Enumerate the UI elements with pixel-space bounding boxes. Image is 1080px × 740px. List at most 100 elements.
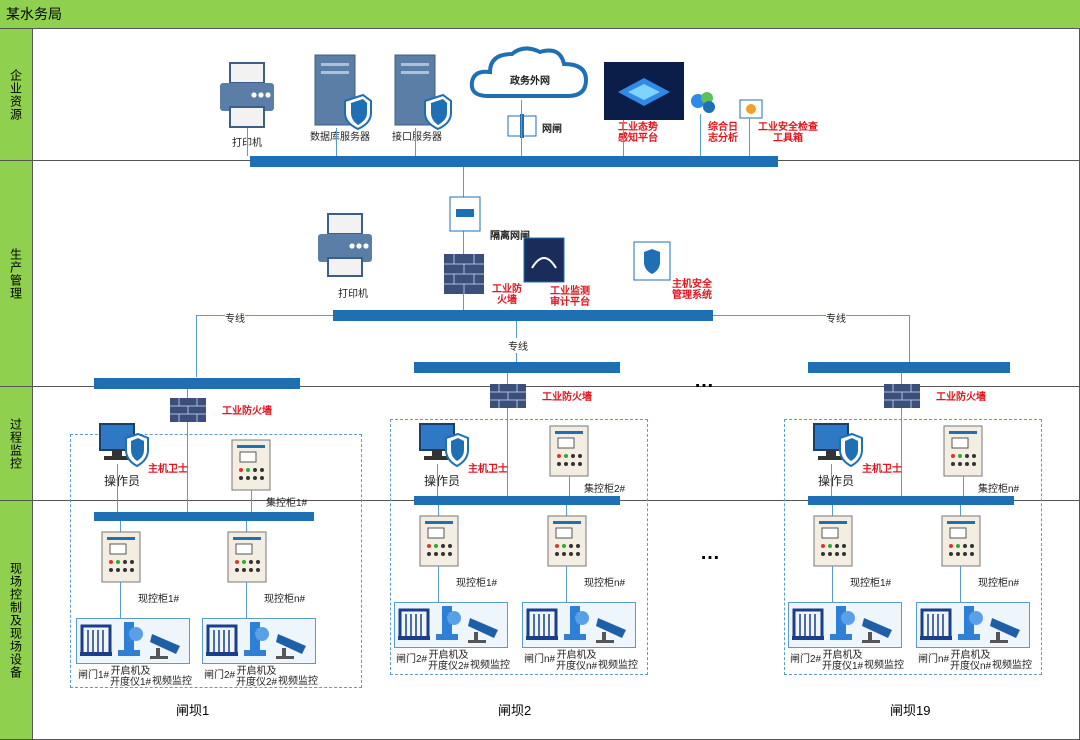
station-zone — [784, 419, 1042, 675]
station-bus — [94, 378, 300, 389]
video-label: 视频监控 — [864, 660, 904, 671]
hoist-icon — [114, 622, 146, 658]
camera-icon — [862, 610, 896, 644]
lane-label-field: 现场控制及现场设备 — [8, 561, 23, 679]
workstation-icon — [419, 423, 470, 468]
audit-platform-icon — [523, 237, 565, 283]
firewall-icon — [170, 398, 206, 422]
gateway-icon — [507, 114, 537, 138]
wire — [832, 505, 833, 516]
hoist-icon — [954, 606, 986, 642]
wire — [831, 464, 832, 496]
field-cabinet-label: 现控柜1# — [850, 578, 892, 589]
field-cabinet-icon — [101, 531, 141, 583]
field-cabinet-label: 现控柜n# — [978, 578, 1020, 589]
wire — [251, 490, 252, 512]
wire — [120, 521, 121, 532]
station-firewall-label: 工业防火墙 — [542, 392, 592, 403]
wire — [196, 315, 333, 316]
field-cabinet-icon — [227, 531, 267, 583]
field-cabinet-icon — [813, 515, 853, 567]
backbone-wire — [463, 167, 464, 313]
central-cabinet-label: 集控柜2# — [584, 484, 626, 495]
gate-label: 闸门2# — [396, 654, 428, 665]
gateway-label: 网闸 — [542, 124, 562, 135]
control-bus — [808, 496, 1014, 505]
wire — [713, 315, 909, 316]
control-bus — [94, 512, 314, 521]
sluice-gate-icon — [920, 606, 952, 642]
wire — [247, 128, 248, 156]
lane-label-process: 过程监控 — [8, 417, 23, 470]
wire — [566, 505, 567, 516]
printer-icon-2 — [318, 213, 372, 277]
station-bus — [414, 362, 620, 373]
ellipsis-top: … — [694, 370, 715, 392]
station-firewall-label: 工业防火墙 — [222, 406, 272, 417]
enterprise-bus — [250, 156, 778, 167]
wire — [963, 476, 964, 496]
wire — [566, 566, 567, 602]
firewall-label: 工业防 火墙 — [492, 284, 522, 306]
audit-platform-label: 工业监测 审计平台 — [550, 286, 590, 308]
camera-icon — [596, 610, 630, 644]
dedicated-line-label-1: 专线 — [225, 310, 245, 325]
field-cabinet-label: 现控柜1# — [138, 594, 180, 605]
wire — [960, 566, 961, 602]
sluice-gate-icon — [792, 606, 824, 642]
firewall-icon — [490, 384, 526, 408]
log-analysis-icon — [691, 92, 715, 113]
field-cabinet-icon — [941, 515, 981, 567]
wire — [507, 408, 508, 496]
gate-label: 闸门n# — [524, 654, 556, 665]
cloud-label: 政务外网 — [510, 76, 550, 87]
wire — [437, 464, 438, 496]
hoist-icon — [432, 606, 464, 642]
wire — [960, 505, 961, 516]
page-title: 某水务局 — [6, 6, 62, 22]
cloud-icon — [469, 46, 589, 98]
gate-label: 闸门2# — [790, 654, 822, 665]
gate-label: 闸门2# — [204, 670, 236, 681]
field-cabinet-label: 现控柜1# — [456, 578, 498, 589]
hoist-label: 开启机及 开度仪2# — [236, 666, 278, 688]
lane-column — [0, 29, 32, 739]
isolation-gate-icon — [449, 196, 481, 232]
printer-label-2: 打印机 — [338, 289, 368, 300]
host-guard-label: 主机卫士 — [468, 464, 508, 475]
lane-separator-2 — [0, 386, 1080, 387]
station-name: 闸坝2 — [498, 703, 532, 718]
db-server-label: 数据库服务器 — [310, 132, 370, 143]
printer-icon — [220, 62, 274, 128]
wire — [246, 582, 247, 618]
sluice-gate-icon — [80, 622, 112, 658]
situation-platform-icon — [604, 62, 684, 120]
db-server-icon — [314, 54, 372, 131]
title-bar: 某水务局 — [0, 0, 1080, 29]
station-zone — [70, 434, 362, 688]
wire — [187, 422, 188, 512]
operator-label: 操作员 — [104, 474, 141, 488]
video-label: 视频监控 — [598, 660, 638, 671]
sluice-gate-icon — [398, 606, 430, 642]
firewall-icon — [884, 384, 920, 408]
dedicated-line-label-2: 专线 — [508, 338, 528, 353]
wire — [749, 118, 750, 156]
lane-label-enterprise: 企业资源 — [8, 68, 23, 121]
operator-label: 操作员 — [818, 474, 855, 488]
wire — [120, 582, 121, 618]
workstation-icon — [99, 423, 150, 468]
video-label: 视频监控 — [470, 660, 510, 671]
wire — [336, 128, 337, 156]
control-cabinet-icon — [231, 439, 271, 491]
toolbox-icon — [739, 99, 763, 119]
dedicated-line-label-3: 专线 — [826, 310, 846, 325]
camera-icon — [150, 626, 184, 660]
wire — [901, 408, 902, 496]
hoist-icon — [560, 606, 592, 642]
workstation-icon — [813, 423, 864, 468]
hoist-icon — [240, 622, 272, 658]
wire — [246, 521, 247, 532]
video-label: 视频监控 — [992, 660, 1032, 671]
wire — [623, 120, 624, 156]
